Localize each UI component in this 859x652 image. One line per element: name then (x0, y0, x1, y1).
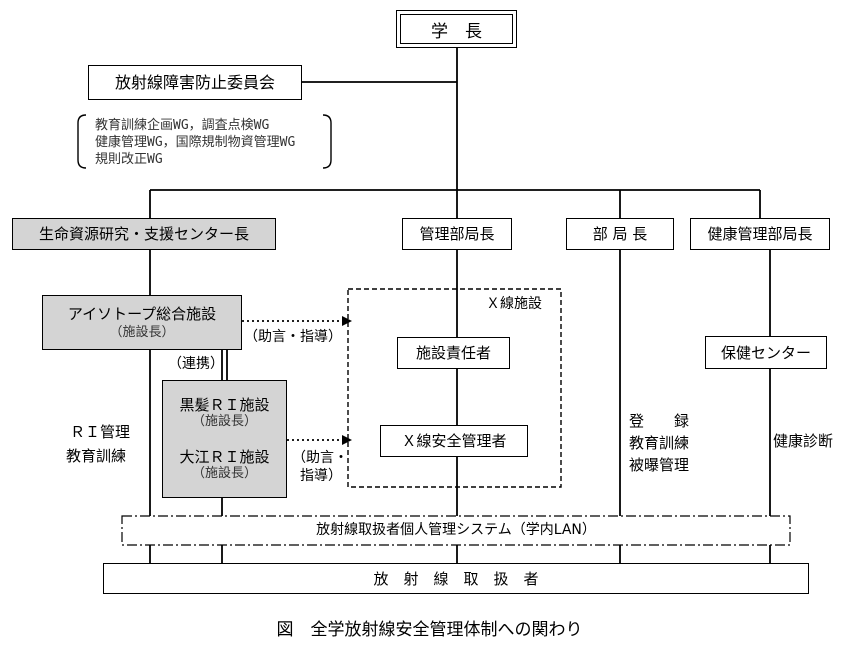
kurokami-ri-head: （施設長） (191, 414, 257, 430)
figure-caption: 図 全学放射線安全管理体制への関わり (276, 620, 583, 640)
health-head-box: 健康管理部局長 (690, 218, 830, 250)
committee-box: 放射線障害防止委員会 (88, 65, 302, 100)
facility-manager-label: 施設責任者 (415, 344, 491, 362)
isotope-facility-head: （施設長） (109, 324, 175, 340)
kurokami-ri-name: 黒髪ＲＩ施設 (179, 396, 270, 415)
president-label: 学 長 (400, 14, 513, 44)
president-box: 学 長 (396, 10, 517, 48)
advice-label-2a: （助言・ (292, 450, 348, 466)
advice-label-2b: 指導） (300, 468, 342, 484)
isotope-facility-name: アイソトープ総合施設 (67, 304, 217, 323)
cooperation-label: （連携） (168, 356, 224, 372)
admin-head-box: 管理部局長 (402, 218, 512, 250)
committee-label: 放射線障害防止委員会 (114, 72, 275, 92)
ri-duty-2: 教育訓練 (66, 447, 127, 465)
ri-facilities-box: 黒髪ＲＩ施設 （施設長） 大江ＲＩ施設 （施設長） (162, 380, 287, 498)
health-center-label: 保健センター (720, 343, 811, 362)
wg-line-3: 規則改正WG (95, 152, 163, 167)
department-head-box: 部 局 長 (566, 218, 674, 250)
wg-line-1: 教育訓練企画WG，調査点検WG (95, 118, 270, 133)
isotope-facility-box: アイソトープ総合施設 （施設長） (42, 295, 242, 350)
advice-label-1: （助言・指導） (244, 329, 342, 345)
dept-duty-1: 登 録 (629, 412, 690, 430)
dept-duty-2: 教育訓練 (629, 434, 690, 452)
department-head-label: 部 局 長 (592, 225, 648, 243)
ri-duty-1: ＲＩ管理 (70, 423, 131, 441)
oe-ri-name: 大江ＲＩ施設 (179, 448, 270, 467)
life-science-center-head-box: 生命資源研究・支援センター長 (12, 218, 276, 250)
life-science-center-head-label: 生命資源研究・支援センター長 (38, 225, 249, 243)
radiation-workers-label: 放 射 線 取 扱 者 (373, 569, 539, 588)
xray-safety-manager-box: Ｘ線安全管理者 (380, 425, 528, 457)
oe-ri-head: （施設長） (191, 466, 257, 482)
health-center-box: 保健センター (705, 336, 827, 369)
dept-duty-3: 被曝管理 (629, 456, 690, 474)
health-duty: 健康診断 (773, 432, 834, 450)
radiation-workers-box: 放 射 線 取 扱 者 (103, 563, 809, 594)
facility-manager-box: 施設責任者 (397, 337, 510, 369)
personal-management-system: 放射線取扱者個人管理システム（学内LAN） (316, 522, 596, 539)
wg-line-2: 健康管理WG，国際規制物資管理WG (95, 135, 296, 150)
xray-facility-label: Ｘ線施設 (486, 296, 542, 312)
xray-safety-manager-label: Ｘ線安全管理者 (401, 432, 507, 450)
admin-head-label: 管理部局長 (419, 225, 495, 243)
health-head-label: 健康管理部局長 (707, 225, 813, 243)
